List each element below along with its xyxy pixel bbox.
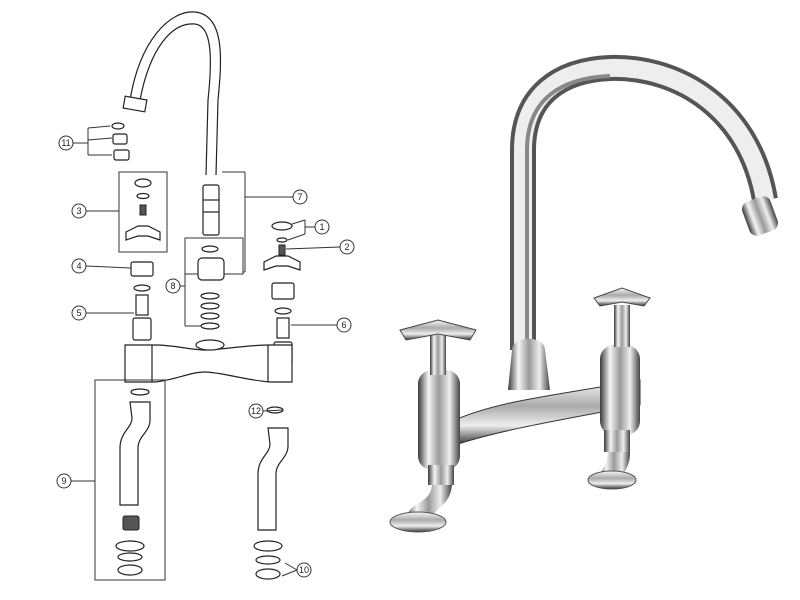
svg-text:6: 6 (341, 320, 346, 330)
bridge-body-drawing (124, 339, 293, 383)
tap-photo (389, 54, 778, 533)
svg-text:12: 12 (251, 406, 261, 416)
svg-text:10: 10 (299, 565, 309, 575)
headwork-right-drawing (263, 221, 301, 365)
svg-text:3: 3 (76, 206, 81, 216)
svg-text:5: 5 (76, 308, 81, 318)
callout-1: 1 (314, 219, 330, 235)
svg-text:11: 11 (61, 138, 70, 148)
callout-12: 12 (248, 403, 264, 419)
callout-3: 3 (71, 203, 87, 219)
callout-4: 4 (71, 258, 87, 274)
svg-text:1: 1 (319, 222, 324, 232)
diverter-parts-8 (184, 237, 244, 330)
svg-text:8: 8 (170, 281, 175, 291)
callout-2: 2 (339, 239, 355, 255)
callout-8: 8 (165, 278, 181, 294)
headwork-left-drawing (118, 171, 168, 341)
callout-7: 7 (292, 189, 308, 205)
callout-9: 9 (56, 473, 72, 489)
svg-text:2: 2 (344, 242, 349, 252)
spout-drawing (122, 11, 222, 236)
spout-parts-11 (111, 122, 130, 161)
svg-text:4: 4 (76, 261, 81, 271)
svg-text:9: 9 (61, 476, 66, 486)
callout-10: 10 (296, 562, 312, 578)
tail-pipe-right (253, 406, 289, 580)
callout-5: 5 (71, 305, 87, 321)
leader-lines (71, 125, 341, 577)
callout-11: 11 (58, 135, 74, 151)
tail-pipe-left-9 (94, 379, 166, 581)
callout-6: 6 (336, 317, 352, 333)
svg-text:7: 7 (297, 192, 302, 202)
